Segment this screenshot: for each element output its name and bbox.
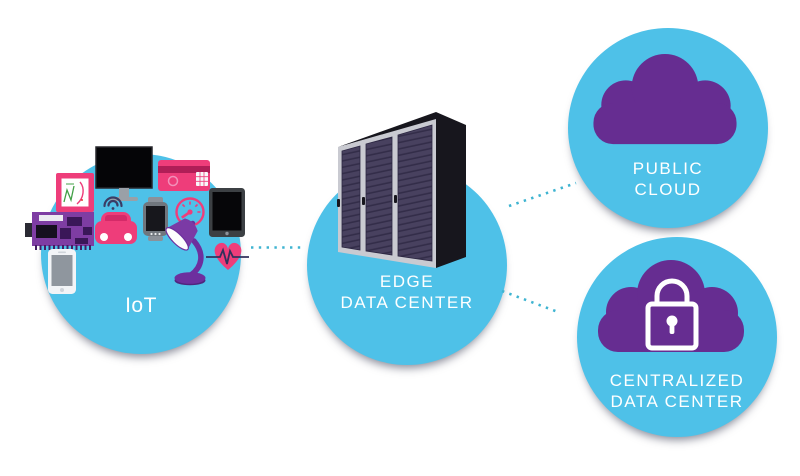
lock-icon [645,278,699,351]
edge-label-line1: EDGE [379,272,435,291]
edge-label-line2: DATA CENTER [340,293,474,312]
desktop-monitor-icon [95,146,153,201]
smartwatch-icon [143,197,168,241]
speedometer-icon [175,197,205,227]
server-rack-icon [337,112,466,268]
wifi-signal-icon [103,196,123,210]
iot-label: IoT [41,295,241,316]
edge-data-center-label: EDGE DATA CENTER [307,271,507,313]
public-cloud-label-line2: CLOUD [634,180,702,199]
heart-rate-monitor-icon [206,242,249,270]
credit-card-icon [158,160,210,191]
iot-device-cluster [25,146,249,294]
picture-frame-icon [56,173,94,212]
public-cloud-label-line1: PUBLIC [632,159,704,178]
cloud-icon [593,53,737,145]
tablet-icon [209,188,245,237]
centralized-label-line1: CENTRALIZED [609,371,745,390]
desk-lamp-icon [165,218,206,286]
iot-label-text: IoT [125,294,157,317]
centralized-data-center-label: CENTRALIZED DATA CENTER [577,370,777,412]
smartphone-icon [48,249,76,294]
connected-car-icon [95,196,137,244]
connector-edge-public-cloud [508,181,577,208]
connector-edge-centralized [501,289,559,314]
cloud-lock-icon [598,260,744,352]
public-cloud-label: PUBLIC CLOUD [568,158,768,200]
circuit-board-icon [25,212,94,250]
centralized-label-line2: DATA CENTER [610,392,744,411]
